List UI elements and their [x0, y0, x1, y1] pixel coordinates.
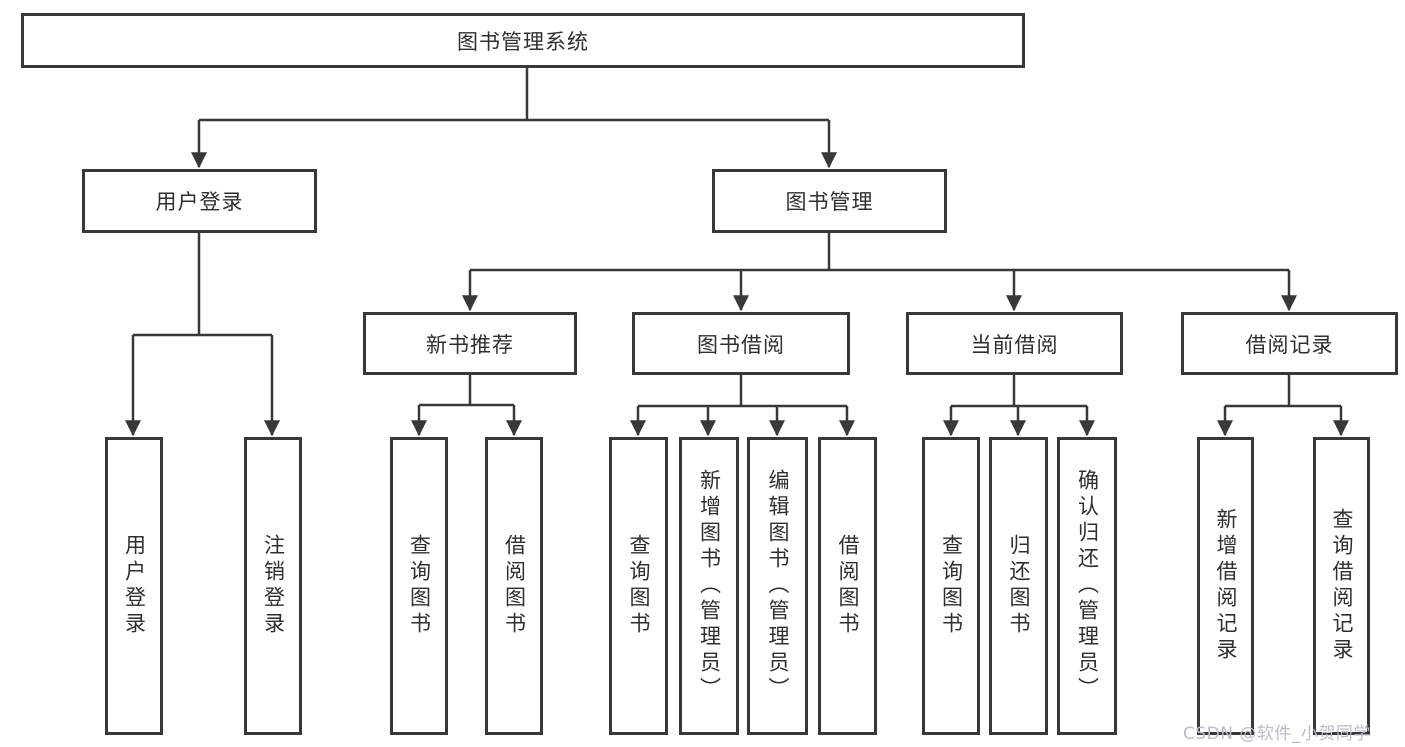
leaf-confirm-return-admin: 确认归还（管理员）: [1057, 437, 1117, 735]
node-book-borrow: 图书借阅: [632, 312, 850, 375]
node-book-borrow-label: 图书借阅: [697, 332, 785, 357]
leaf-borrow-books-label: 借阅图书: [836, 534, 860, 638]
leaf-user-login: 用户登录: [105, 437, 163, 735]
leaf-query-books-current: 查询图书: [922, 437, 980, 735]
leaf-query-books-borrow: 查询图书: [609, 437, 668, 735]
leaf-query-borrow-record: 查询借阅记录: [1313, 437, 1370, 735]
node-book-management-label: 图书管理: [785, 190, 874, 214]
node-root-label: 图书管理系统: [457, 29, 589, 54]
node-current-borrow-label: 当前借阅: [970, 332, 1059, 357]
leaf-query-books-borrow-label: 查询图书: [627, 534, 651, 638]
leaf-borrow-books-recommend: 借阅图书: [485, 437, 543, 735]
leaf-add-books-admin: 新增图书（管理员）: [679, 437, 739, 735]
node-new-book-recommend-label: 新书推荐: [426, 332, 514, 357]
leaf-query-books-recommend-label: 查询图书: [407, 534, 432, 638]
leaf-edit-books-admin: 编辑图书（管理员）: [747, 437, 808, 735]
leaf-query-books-current-label: 查询图书: [939, 534, 964, 638]
node-book-management: 图书管理: [712, 169, 947, 233]
leaf-query-books-recommend: 查询图书: [390, 437, 448, 735]
node-borrow-record: 借阅记录: [1181, 312, 1398, 375]
csdn-watermark: CSDN @软件_小贺同学: [1183, 724, 1371, 744]
leaf-add-books-admin-label: 新增图书（管理员）: [697, 469, 722, 703]
leaf-logout-login: 注销登录: [244, 437, 302, 735]
node-borrow-record-label: 借阅记录: [1245, 332, 1334, 357]
leaf-return-books: 归还图书: [989, 437, 1048, 735]
leaf-return-books-label: 归还图书: [1007, 534, 1031, 638]
leaf-user-login-label: 用户登录: [122, 534, 147, 638]
leaf-add-borrow-record-label: 新增借阅记录: [1214, 508, 1238, 664]
node-user-login: 用户登录: [82, 169, 317, 233]
node-user-login-label: 用户登录: [155, 190, 244, 214]
leaf-logout-login-label: 注销登录: [261, 534, 286, 638]
leaf-borrow-books-recommend-label: 借阅图书: [502, 534, 527, 638]
node-root: 图书管理系统: [21, 13, 1025, 68]
node-current-borrow: 当前借阅: [906, 312, 1123, 375]
leaf-add-borrow-record: 新增借阅记录: [1197, 437, 1254, 735]
leaf-query-borrow-record-label: 查询借阅记录: [1330, 508, 1354, 664]
leaf-borrow-books: 借阅图书: [818, 437, 877, 735]
node-new-book-recommend: 新书推荐: [363, 312, 577, 375]
leaf-confirm-return-admin-label: 确认归还（管理员）: [1075, 469, 1100, 703]
leaf-edit-books-admin-label: 编辑图书（管理员）: [766, 469, 790, 703]
